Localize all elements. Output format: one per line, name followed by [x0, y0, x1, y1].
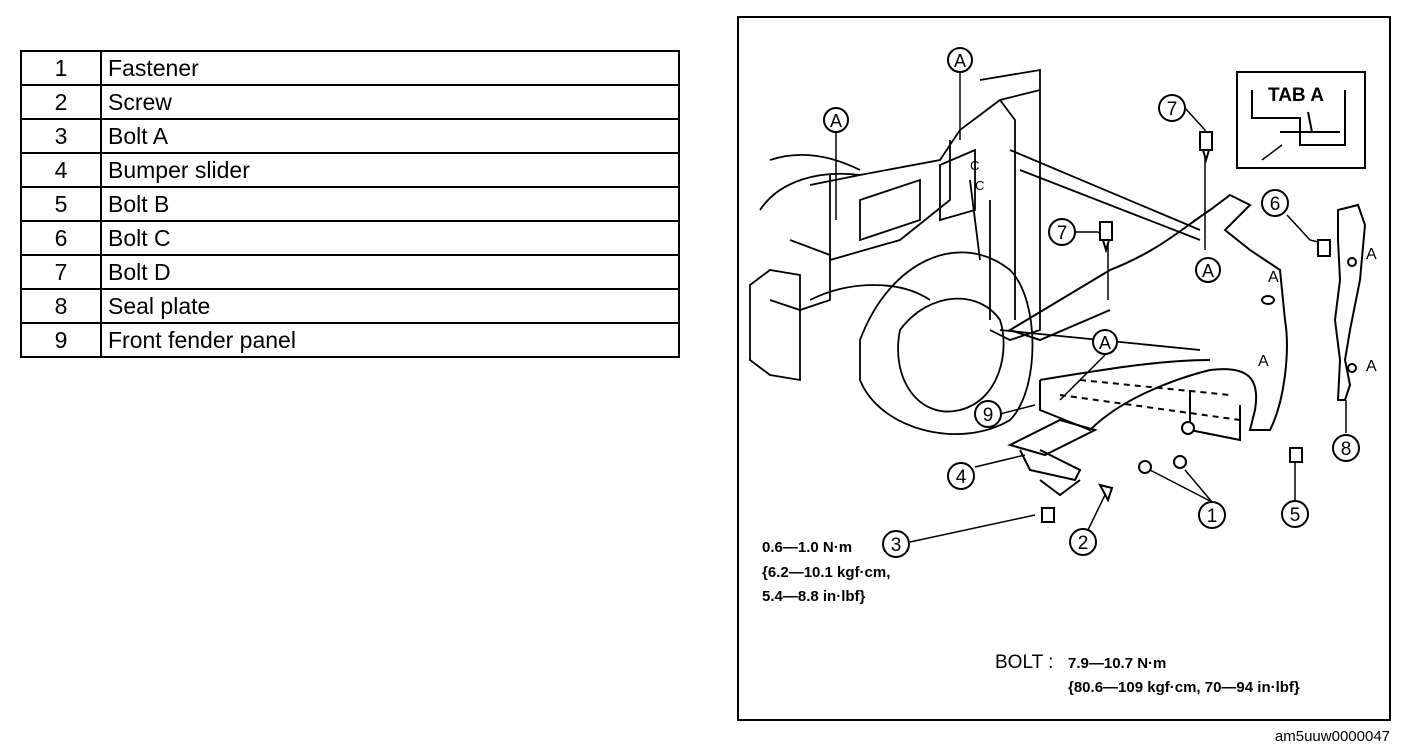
- part-name: Bolt B: [100, 186, 680, 222]
- part-name: Screw: [100, 84, 680, 120]
- part-number: 8: [20, 288, 102, 324]
- torque-prefix: BOLT :: [995, 652, 1053, 673]
- part-number: 9: [20, 322, 102, 358]
- point-a-circled: A A A A: [823, 47, 1221, 355]
- point-a-label: A: [1366, 358, 1377, 375]
- part-number: 4: [20, 152, 102, 188]
- part-name: Bolt C: [100, 220, 680, 256]
- torque-line: 5.4—8.8 in·lbf}: [762, 588, 866, 605]
- callout-number: 7: [1167, 99, 1178, 120]
- callout-number: 2: [1078, 533, 1089, 554]
- torque-line: 7.9—10.7 N·m: [1068, 655, 1166, 672]
- screw-icon: [1098, 483, 1114, 503]
- point-a-label: A: [1202, 261, 1214, 281]
- callout-number: 6: [1270, 194, 1281, 215]
- point-a-label: A: [1099, 333, 1111, 353]
- torque-line: 0.6—1.0 N·m: [762, 539, 852, 556]
- point-c-label: C: [970, 158, 979, 173]
- bolt-d-lower-icon: [1099, 221, 1113, 254]
- torque-line: {80.6—109 kgf·cm, 70—94 in·lbf}: [1068, 679, 1300, 696]
- callout-number: 4: [956, 467, 967, 488]
- part-number: 5: [20, 186, 102, 222]
- bolt-b-icon: [1289, 447, 1303, 463]
- point-a-label: A: [830, 111, 842, 131]
- part-name: Bolt A: [100, 118, 680, 154]
- plain-labels: A A A A C C: [970, 158, 1377, 375]
- fastener-icon: [1173, 455, 1187, 469]
- figure-id: am5uuw0000047: [1275, 728, 1390, 745]
- seal-plate: [1333, 203, 1367, 401]
- point-a-label: A: [1268, 269, 1279, 286]
- body-structure: [749, 68, 1201, 435]
- part-name: Fastener: [100, 50, 680, 86]
- callout-number: 7: [1057, 223, 1068, 244]
- part-number: 3: [20, 118, 102, 154]
- part-number: 6: [20, 220, 102, 256]
- callouts: 7 7 6 9 4 8 1 5 2 3: [882, 94, 1360, 558]
- part-name: Front fender panel: [100, 322, 680, 358]
- inset-frame: [1236, 71, 1366, 169]
- front-fender-panel: [1007, 193, 1288, 442]
- leader-lines: [835, 72, 1347, 543]
- torque-bolt: BOLT : 7.9—10.7 N·m {80.6—109 kgf·cm, 70…: [995, 652, 1300, 696]
- fasteners: [1041, 131, 1331, 523]
- part-number: 1: [20, 50, 102, 86]
- point-c-label: C: [975, 178, 984, 193]
- part-name: Bolt D: [100, 254, 680, 290]
- part-number: 2: [20, 84, 102, 120]
- callout-number: 9: [983, 405, 994, 426]
- bumper-slider: [1007, 418, 1098, 497]
- part-name: Bumper slider: [100, 152, 680, 188]
- bolt-d-upper-icon: [1199, 131, 1213, 164]
- part-name: Seal plate: [100, 288, 680, 324]
- diagram-frame: [737, 16, 1391, 721]
- point-a-label: A: [954, 51, 966, 71]
- point-a-label: A: [1258, 353, 1269, 370]
- bolt-c-icon: [1317, 239, 1331, 257]
- tab-a-inset: TAB A: [1236, 71, 1366, 169]
- fastener-icon: [1138, 460, 1152, 474]
- point-a-label: A: [1366, 246, 1377, 263]
- torque-bolt-a: 0.6—1.0 N·m {6.2—10.1 kgf·cm, 5.4—8.8 in…: [762, 539, 890, 605]
- callout-number: 5: [1290, 505, 1301, 526]
- torque-line: {6.2—10.1 kgf·cm,: [762, 564, 890, 581]
- bolt-a-icon: [1041, 507, 1055, 523]
- fastener-icon: [1181, 421, 1195, 435]
- part-number: 7: [20, 254, 102, 290]
- callout-number: 1: [1207, 506, 1218, 527]
- inset-label: TAB A: [1268, 85, 1324, 106]
- callout-number: 8: [1341, 439, 1352, 460]
- callout-number: 3: [891, 535, 902, 556]
